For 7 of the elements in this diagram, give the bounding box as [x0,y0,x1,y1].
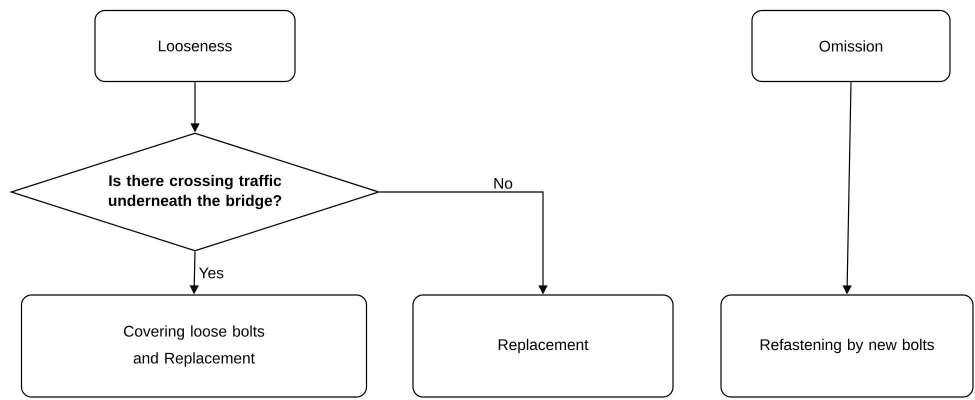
process-box: Covering loose bolts and Replacement [20,294,368,398]
process-box: Replacement [412,294,674,398]
process-box: Refastening by new bolts [720,294,974,398]
process-box: Omission [751,10,951,82]
edge-label: Yes [198,266,225,280]
process-box: Looseness [94,10,296,82]
edge-label: No [492,177,514,190]
